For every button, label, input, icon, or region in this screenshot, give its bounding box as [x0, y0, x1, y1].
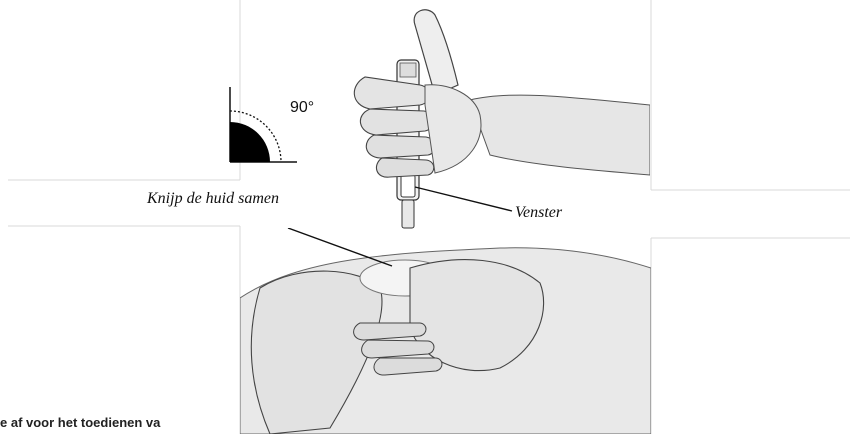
pinch-skin-label: Knijp de huid samen — [147, 190, 279, 208]
finger-2 — [360, 109, 433, 135]
pen-window — [401, 175, 415, 197]
pen-cap-top — [400, 63, 416, 77]
angle-diagram — [222, 85, 302, 167]
caption-fragment: e af voor het toedienen va — [0, 415, 258, 430]
angle-label: 90° — [290, 99, 314, 117]
forearm — [470, 95, 650, 175]
pen-tip — [402, 200, 414, 228]
window-label: Venster — [515, 204, 562, 222]
finger-3 — [366, 135, 435, 158]
window-callout-line — [415, 187, 512, 211]
finger-4 — [376, 158, 433, 177]
angle-filled-quadrant — [230, 122, 270, 162]
pinch-callout-line — [288, 228, 392, 266]
palm — [425, 85, 481, 173]
pinch-skin-illustration — [240, 228, 651, 434]
pen-hand-illustration — [340, 5, 650, 237]
thumb — [414, 10, 458, 95]
